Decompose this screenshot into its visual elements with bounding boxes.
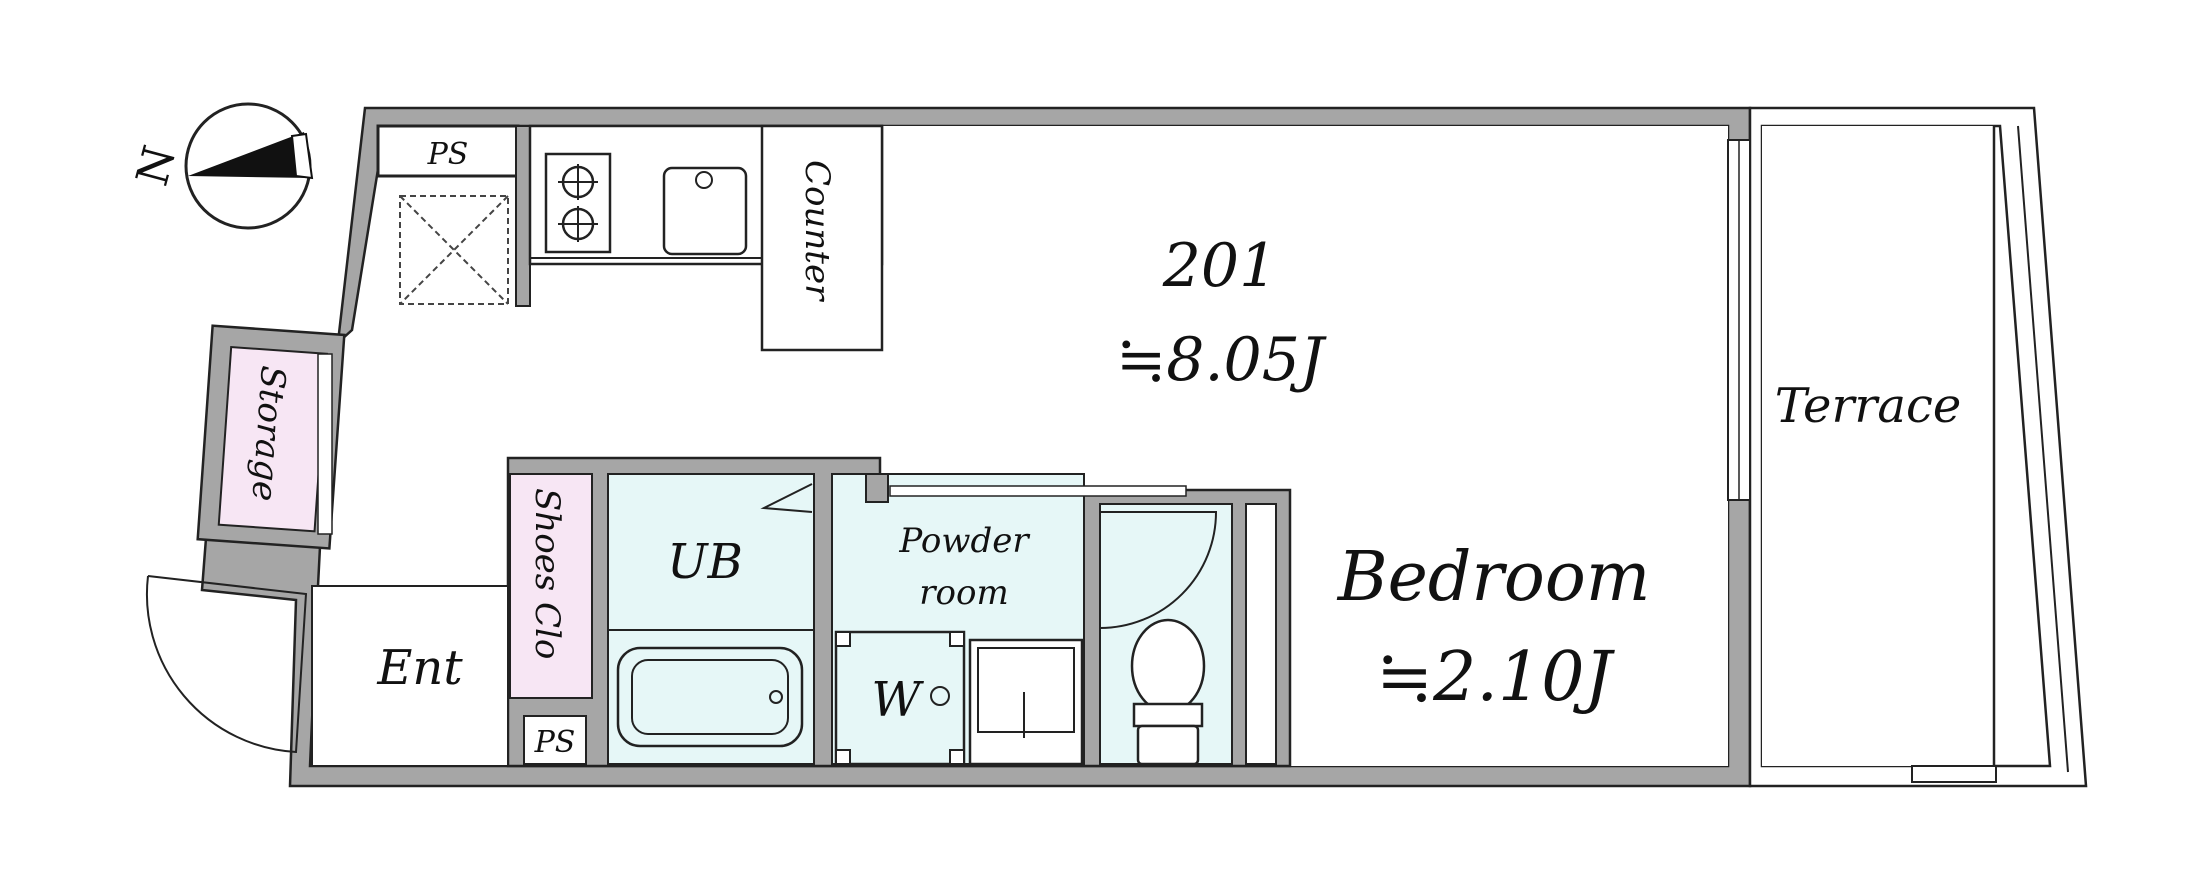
unit-bath-label: UB [667, 534, 743, 590]
toilet-icon [1130, 618, 1206, 766]
storage-label: Storage [244, 364, 293, 502]
shoes-closet-label: Shoes Clo [527, 488, 567, 659]
compass: N [127, 102, 314, 230]
washer-icon [834, 630, 966, 766]
bedroom-area: ≒2.10J [1376, 638, 1615, 717]
main-room-area: ≒8.05J [1116, 325, 1327, 395]
ub-door-icon [760, 483, 813, 513]
entrance-label: Ent [376, 640, 463, 696]
counter-box[interactable] [760, 124, 884, 352]
stove-icon [544, 152, 612, 254]
window-strip [889, 485, 1187, 497]
entrance-door-icon[interactable] [145, 575, 308, 754]
powder-room-label-1: Powder [898, 521, 1030, 561]
compass-north-label: N [127, 141, 186, 191]
vanity-sink-icon [968, 638, 1084, 766]
bedroom-closet-strip [1245, 503, 1277, 765]
washer-label: W [871, 672, 924, 728]
terrace-floor[interactable] [1762, 126, 1994, 766]
kitchen-wall [515, 125, 531, 307]
toilet-door-icon [1099, 511, 1218, 629]
ps-bottom-box[interactable] [523, 715, 587, 765]
fridge-space [399, 195, 509, 305]
entrance-floor[interactable] [311, 585, 509, 767]
powder-room-notch [865, 473, 889, 503]
terrace-step [1911, 765, 1997, 783]
powder-room-label-2: room [919, 573, 1008, 613]
compass-needle-tail [290, 132, 314, 180]
storage-window [317, 353, 333, 535]
compass-needle [188, 132, 312, 178]
shoes-closet[interactable] [509, 473, 593, 699]
terrace-rail-outer [2017, 125, 2069, 773]
terrace-label: Terrace [1775, 378, 1962, 434]
bedroom-label: Bedroom [1336, 538, 1651, 617]
main-room-number: 201 [1162, 231, 1278, 301]
bedroom-floor[interactable] [1294, 490, 1728, 766]
ps-bottom-label: PS [534, 725, 576, 760]
counter-label: Counter [797, 160, 837, 302]
kitchen-sink-icon [662, 166, 748, 256]
bathtub-icon [616, 646, 804, 748]
ps-top-label: PS [427, 137, 469, 172]
